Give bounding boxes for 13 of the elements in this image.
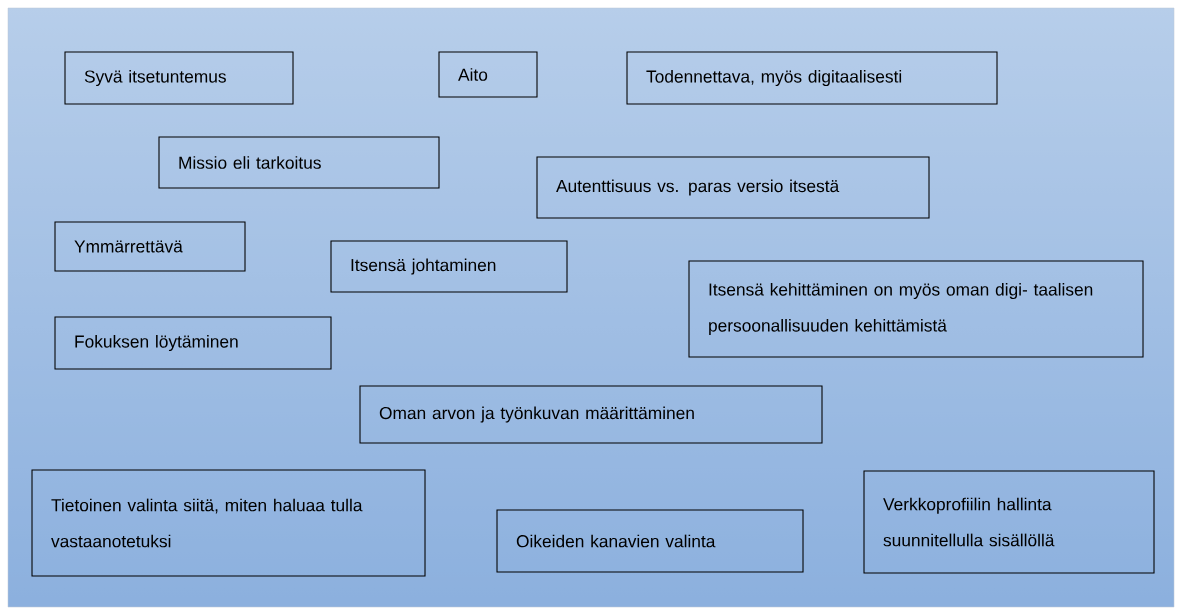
text-box: Oman arvon ja työnkuvan määrittäminen xyxy=(359,385,823,444)
text-box: Tietoinen valinta siitä, miten haluaa tulla vastaanotetuksi xyxy=(31,469,426,577)
text-box: Todennettava, myös digitaalisesti xyxy=(626,51,998,105)
text-box: Ymmärrettävä xyxy=(54,221,246,272)
text-box: Fokuksen löytäminen xyxy=(54,316,332,370)
text-box: Syvä itsetuntemus xyxy=(64,51,294,105)
text-box: Verkkoprofiilin hallinta suunnitellulla sisällöllä xyxy=(863,470,1155,574)
text-box: Missio eli tarkoitus xyxy=(158,136,440,189)
text-box: Autenttisuus vs. paras versio itsestä xyxy=(536,156,930,219)
text-box: Itsensä kehittäminen on myös oman digi- taalisen persoonallisuuden kehittämistä xyxy=(688,260,1144,358)
text-box: Oikeiden kanavien valinta xyxy=(496,509,804,573)
text-box: Itsensä johtaminen xyxy=(330,240,568,293)
text-box: Aito xyxy=(438,51,538,98)
